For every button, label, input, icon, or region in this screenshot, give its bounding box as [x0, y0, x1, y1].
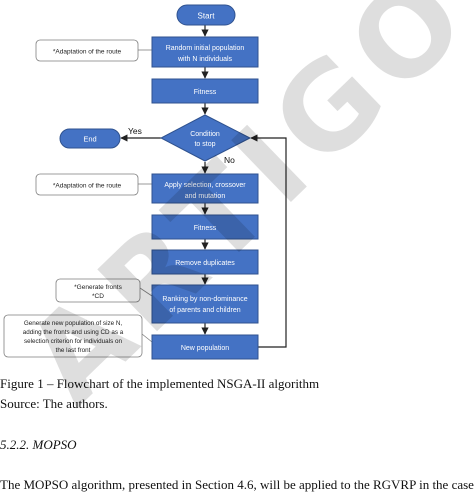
ranking-line-1: Ranking by non-dominance: [162, 296, 247, 303]
fitness-label-2: Fitness: [194, 225, 217, 232]
start-node: Start: [176, 4, 236, 26]
new-population-label: New population: [181, 345, 229, 352]
figure-caption: Figure 1 – Flowchart of the implemented …: [0, 376, 320, 391]
condition-line-2: to stop: [194, 141, 215, 148]
yes-label: Yes: [128, 126, 142, 136]
note-fronts-line-2: *CD: [92, 293, 104, 300]
condition-diamond: Condition to stop: [159, 114, 252, 162]
random-population-line-1: Random initial population: [166, 45, 245, 52]
note-new-pop-line-2: adding the fronts and using CD as a: [23, 329, 124, 336]
note-new-pop-line-4: the last front: [56, 347, 91, 354]
note-connectors: [138, 49, 153, 343]
remove-duplicates-label: Remove duplicates: [175, 260, 235, 267]
note-new-population: Generate new population of size N, addin…: [3, 314, 143, 358]
note-new-pop-line-1: Generate new population of size N,: [24, 320, 123, 327]
note-route-1: *Adaptation of the route: [35, 39, 139, 62]
section-heading: 5.2.2. MOPSO: [0, 437, 77, 452]
end-node: End: [59, 128, 121, 149]
condition-line-1: Condition: [190, 131, 220, 138]
note-fronts: *Generate fronts *CD: [55, 278, 141, 303]
ranking-line-2: of parents and children: [169, 307, 240, 314]
figure-source: Source: The authors.: [0, 396, 108, 411]
fitness-box-1: Fitness: [151, 78, 259, 104]
apply-selection-line-1: Apply selection, crossover: [164, 182, 246, 189]
apply-selection-box: Apply selection, crossover and mutation: [151, 173, 259, 204]
note-route-2-text: *Adaptation of the route: [53, 183, 122, 190]
fitness-label-1: Fitness: [194, 89, 217, 96]
random-population-box: Random initial population with N individ…: [151, 36, 259, 68]
note-route-1-text: *Adaptation of the route: [53, 49, 122, 56]
end-label: End: [83, 135, 96, 144]
body-paragraph: The MOPSO algorithm, presented in Sectio…: [0, 477, 474, 492]
no-label: No: [224, 155, 235, 165]
remove-duplicates-box: Remove duplicates: [151, 249, 259, 275]
ranking-box: Ranking by non-dominance of parents and …: [151, 284, 259, 324]
new-population-box: New population: [151, 334, 259, 360]
note-route-2: *Adaptation of the route: [35, 173, 139, 196]
flow-connectors: [120, 25, 287, 348]
apply-selection-line-2: and mutation: [185, 193, 226, 200]
note-fronts-line-1: *Generate fronts: [74, 284, 122, 291]
note-new-pop-line-3: selection criterion for individuals on: [24, 338, 122, 345]
random-population-line-2: with N individuals: [177, 56, 233, 63]
flowchart-diagram: Start Random initial population with N i…: [3, 4, 287, 360]
fitness-box-2: Fitness: [151, 214, 259, 240]
start-label: Start: [198, 12, 216, 21]
